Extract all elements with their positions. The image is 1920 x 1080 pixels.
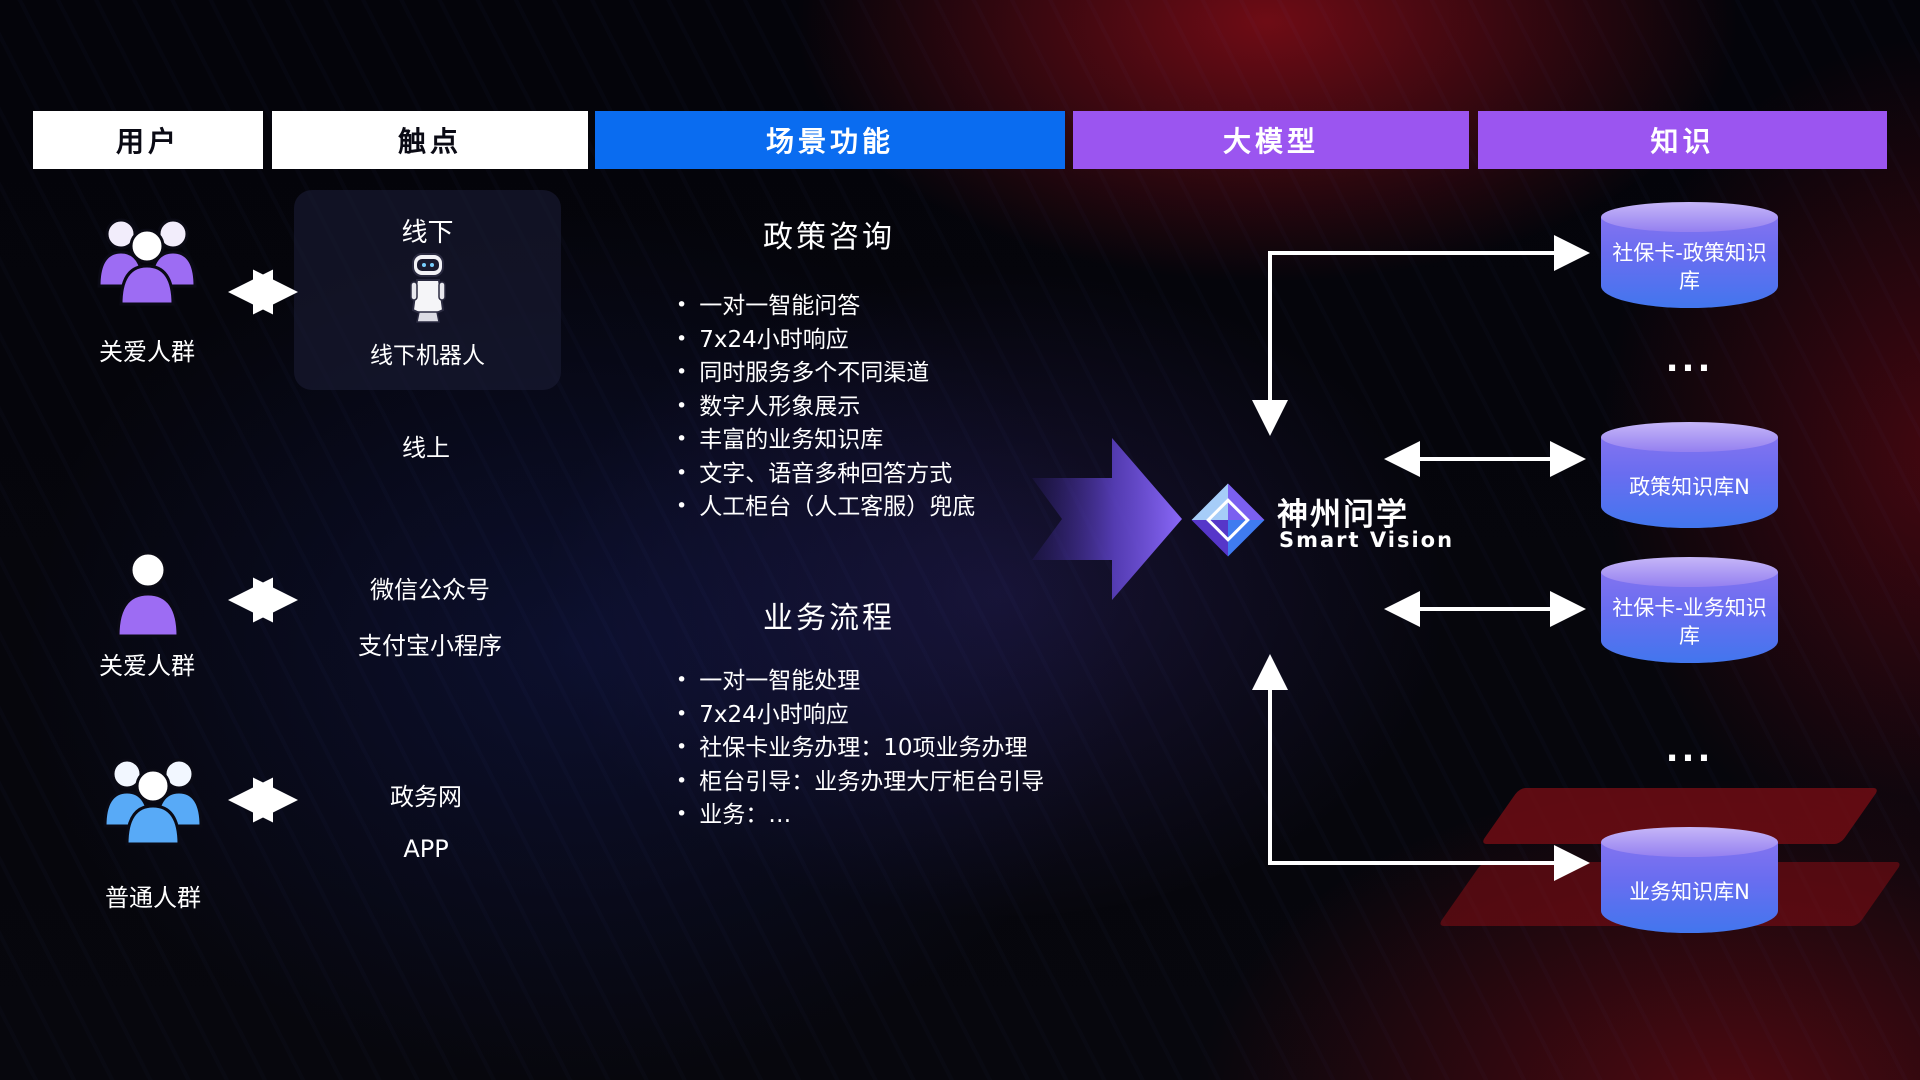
database-icon [1601,422,1778,452]
scene-business-item: 7x24小时响应 [676,699,1044,733]
scene-policy-item: 人工柜台（人工客服）兜底 [676,491,975,525]
column-header-touchpoints-label: 触点 [397,125,462,158]
touchpoint-app-text: APP [403,835,449,863]
touchpoint-alipay-text: 支付宝小程序 [358,632,502,660]
column-header-users: 用户 [33,111,263,169]
scene-business-list: 一对一智能处理 7x24小时响应 社保卡业务办理：10项业务办理 柜台引导：业务… [676,665,1044,833]
column-header-scenes: 场景功能 [595,111,1065,169]
knowledge-db1-label: 社保卡-政策知识库 [1612,241,1767,293]
robot-icon [405,252,451,330]
user-group-3-text: 普通人群 [105,884,201,912]
online-title-text: 线上 [402,434,450,462]
scene-policy-item: 同时服务多个不同渠道 [676,357,975,391]
touchpoint-gov-text: 政务网 [390,783,462,811]
knowledge-db4-label: 业务知识库N [1629,879,1750,904]
user-group-2-text: 关爱人群 [99,652,195,680]
flow-arrow-right-icon [1032,428,1182,614]
database-icon [1601,557,1778,587]
knowledge-db-cylinder: 社保卡-业务知识库 [1601,557,1778,663]
knowledge-ellipsis: ... [1665,340,1714,380]
column-header-model-label: 大模型 [1222,125,1319,158]
users-group-purple-icon [85,208,210,314]
knowledge-db-cylinder: 业务知识库N [1601,827,1778,933]
offline-robot-label: 线下机器人 [370,343,485,369]
knowledge-db3-label: 社保卡-业务知识库 [1612,596,1767,648]
scene-policy-list: 一对一智能问答 7x24小时响应 同时服务多个不同渠道 数字人形象展示 丰富的业… [676,290,975,525]
knowledge-ellipsis: ... [1665,730,1714,770]
column-header-knowledge-label: 知识 [1650,125,1715,158]
scene-business-item: 柜台引导：业务办理大厅柜台引导 [676,766,1044,800]
users-group-blue-icon [91,748,216,854]
scene-business-item: 业务：… [676,799,1044,833]
scene-policy-item: 数字人形象展示 [676,391,975,425]
scene-business-title: 业务流程 [763,601,895,636]
scene-policy-item: 文字、语音多种回答方式 [676,458,975,492]
column-header-users-label: 用户 [115,125,180,158]
column-header-knowledge: 知识 [1478,111,1887,169]
offline-title: 线下 [401,218,454,248]
column-header-scenes-label: 场景功能 [765,125,894,158]
touchpoint-wechat-text: 微信公众号 [370,576,490,604]
column-header-model: 大模型 [1073,111,1469,169]
scene-policy-item: 丰富的业务知识库 [676,424,975,458]
offline-touchpoint-card: 线下 线下机器人 [294,190,561,390]
logo-diamond-icon [1190,482,1266,562]
database-icon [1601,827,1778,857]
knowledge-db-cylinder: 政策知识库N [1601,422,1778,528]
user-single-purple-icon [106,548,190,644]
arrow-model-db1 [1252,235,1590,436]
model-name: 神州问学 [1277,497,1409,533]
scene-policy-item: 一对一智能问答 [676,290,975,324]
scene-business-item: 社保卡业务办理：10项业务办理 [676,732,1044,766]
scene-policy-item: 7x24小时响应 [676,324,975,358]
scene-policy-title: 政策咨询 [763,220,895,255]
scene-business-item: 一对一智能处理 [676,665,1044,699]
user-group-1-text: 关爱人群 [99,338,195,366]
model-subtitle: Smart Vision [1279,528,1455,552]
knowledge-db-cylinder: 社保卡-政策知识库 [1601,202,1778,308]
database-icon [1601,202,1778,232]
column-header-touchpoints: 触点 [272,111,588,169]
knowledge-db2-label: 政策知识库N [1629,474,1750,499]
